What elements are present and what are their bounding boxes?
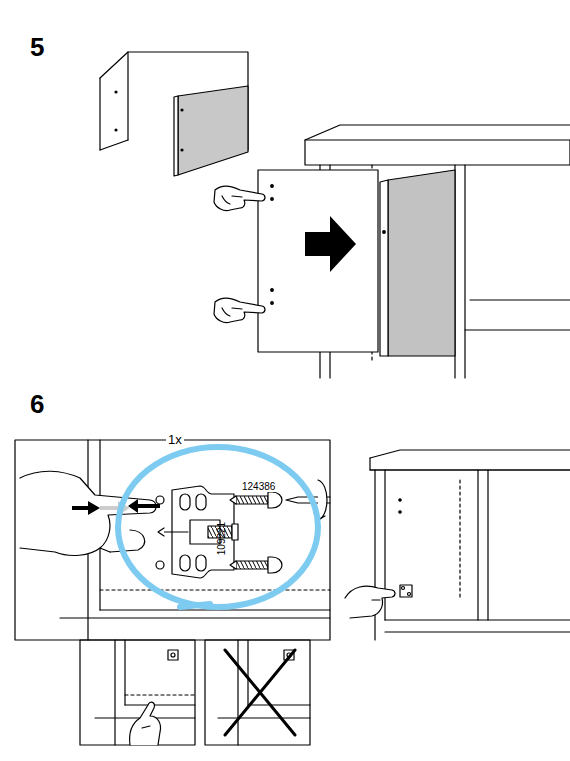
pointing-hand [214,298,265,322]
leader-line [150,540,340,600]
part-number: 109221 [217,521,228,554]
pointing-hand [214,186,265,210]
part-number: 124386 [240,481,277,492]
wrong-view [205,640,310,745]
white-panel [258,170,378,352]
push-arrow [305,216,356,272]
highlight-circle [118,447,318,607]
shelf-unit [370,450,570,640]
step-number: 5 [30,33,44,62]
direction-arrow [72,501,100,515]
highlight-circle [180,604,210,607]
frame-icon [100,52,248,176]
wood-screw [230,492,282,508]
detail-frame [15,440,330,640]
wood-screw [230,557,282,573]
hand [345,586,395,618]
hinge-plate [156,486,234,578]
quantity-label: 1x [166,433,184,447]
grey-side-panel [380,170,455,356]
correct-view [80,640,195,745]
screwdriver [286,480,330,520]
direction-arrow [128,499,160,513]
step-number: 6 [30,390,44,419]
